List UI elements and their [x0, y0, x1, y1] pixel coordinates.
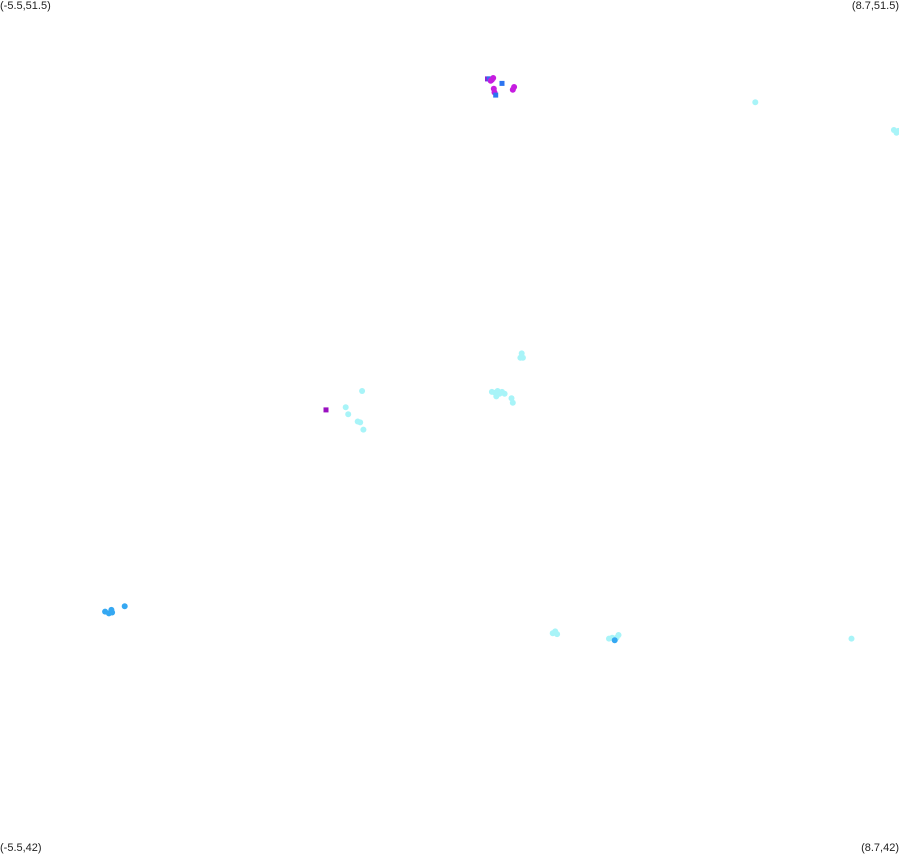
map-point-41 — [554, 631, 560, 637]
map-point-27 — [493, 393, 499, 399]
map-point-18 — [359, 388, 365, 394]
map-point-4 — [490, 75, 496, 81]
map-point-10 — [493, 93, 498, 98]
map-point-28 — [343, 404, 349, 410]
map-point-32 — [360, 427, 366, 433]
map-point-37 — [109, 610, 115, 616]
map-point-46 — [616, 632, 622, 638]
corner-label-bottom-left: (-5.5,42) — [0, 842, 42, 854]
corner-label-top-right: (8.7,51.5) — [852, 0, 899, 12]
corner-label-bottom-right: (8.7,42) — [861, 842, 899, 854]
map-point-47 — [612, 637, 618, 643]
map-point-5 — [500, 81, 505, 86]
map-point-31 — [357, 419, 363, 425]
map-point-26 — [510, 400, 516, 406]
corner-label-top-left: (-5.5,51.5) — [0, 0, 51, 12]
map-point-38 — [122, 603, 128, 609]
map-point-33 — [324, 407, 329, 412]
map-point-11 — [752, 99, 758, 105]
map-point-7 — [510, 87, 516, 93]
map-point-24 — [502, 391, 508, 397]
map-point-48 — [849, 636, 855, 642]
map-point-17 — [520, 355, 526, 361]
map-point-29 — [345, 411, 351, 417]
